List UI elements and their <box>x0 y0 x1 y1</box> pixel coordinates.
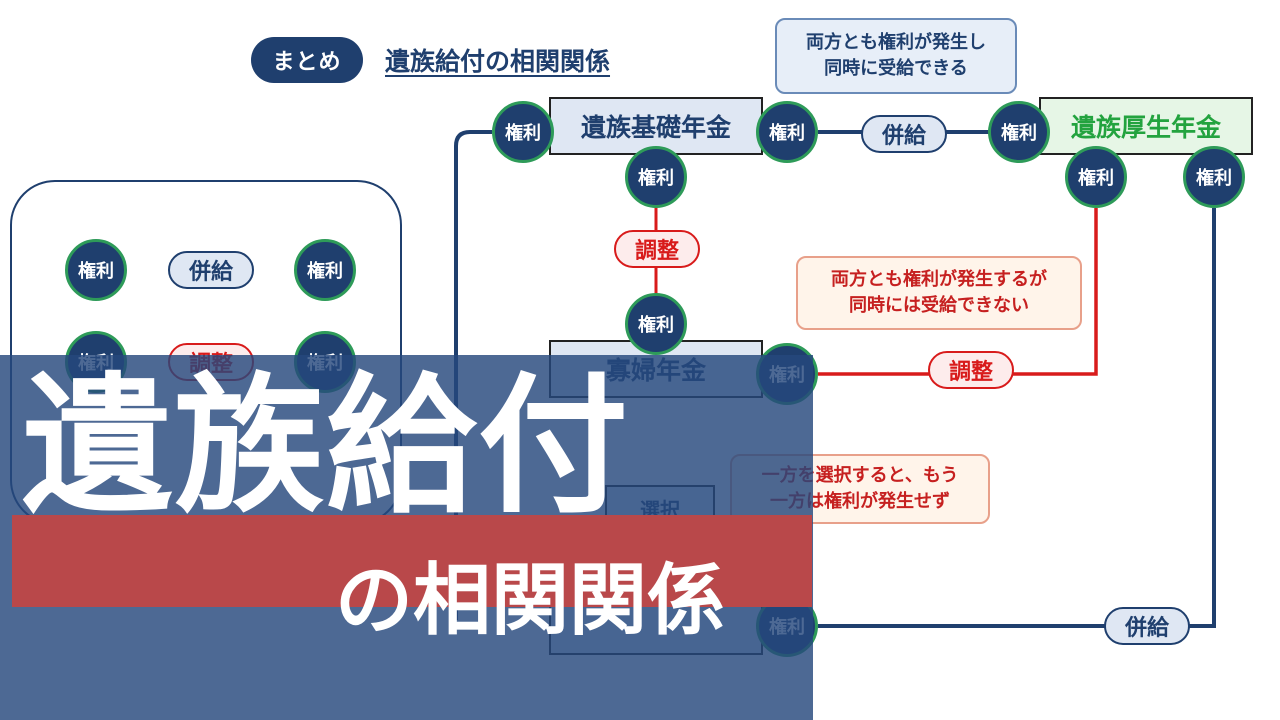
callout-line: 同時に受給できる <box>824 58 968 79</box>
right-circle-kiso-left: 権利 <box>492 101 554 163</box>
right-circle-kafu-top: 権利 <box>625 293 687 355</box>
right-circle-kiso-bottom: 権利 <box>625 146 687 208</box>
title-red-band <box>12 515 812 607</box>
callout-line: 一方は権利が発生せず <box>770 491 950 512</box>
right-circle-kosei-middle: 権利 <box>1065 146 1127 208</box>
right-circle-kosei-left: 権利 <box>988 101 1050 163</box>
heikyu-pill-top: 併給 <box>861 115 947 153</box>
callout-both-not-receive: 両方とも権利が発生するが 同時には受給できない <box>796 256 1082 330</box>
heikyu-pill-bottom: 併給 <box>1104 607 1190 645</box>
callout-line: 両方とも権利が発生するが <box>831 268 1047 290</box>
callout-line: 両方とも権利が発生し <box>806 31 986 53</box>
legend-right-circle: 権利 <box>65 239 127 301</box>
overlay-main-title: 遺族給付 <box>22 360 631 534</box>
pension-box-kiso: 遺族基礎年金 <box>549 97 763 155</box>
pension-box-kosei: 遺族厚生年金 <box>1039 97 1253 155</box>
chosei-pill-kiso-kafu: 調整 <box>614 230 700 268</box>
callout-line: 同時には受給できない <box>849 295 1029 316</box>
page-title: 遺族給付の相関関係 <box>385 47 611 76</box>
right-circle-kosei-right: 権利 <box>1183 146 1245 208</box>
chosei-pill-kosei-kafu: 調整 <box>928 351 1014 389</box>
legend-right-circle: 権利 <box>294 239 356 301</box>
right-circle-kiso-right: 権利 <box>756 101 818 163</box>
legend-heikyu-pill: 併給 <box>168 251 254 289</box>
summary-badge: まとめ <box>251 37 363 83</box>
overlay-sub-title: の相関関係 <box>335 556 726 646</box>
callout-both-receive: 両方とも権利が発生し 同時に受給できる <box>775 18 1017 94</box>
